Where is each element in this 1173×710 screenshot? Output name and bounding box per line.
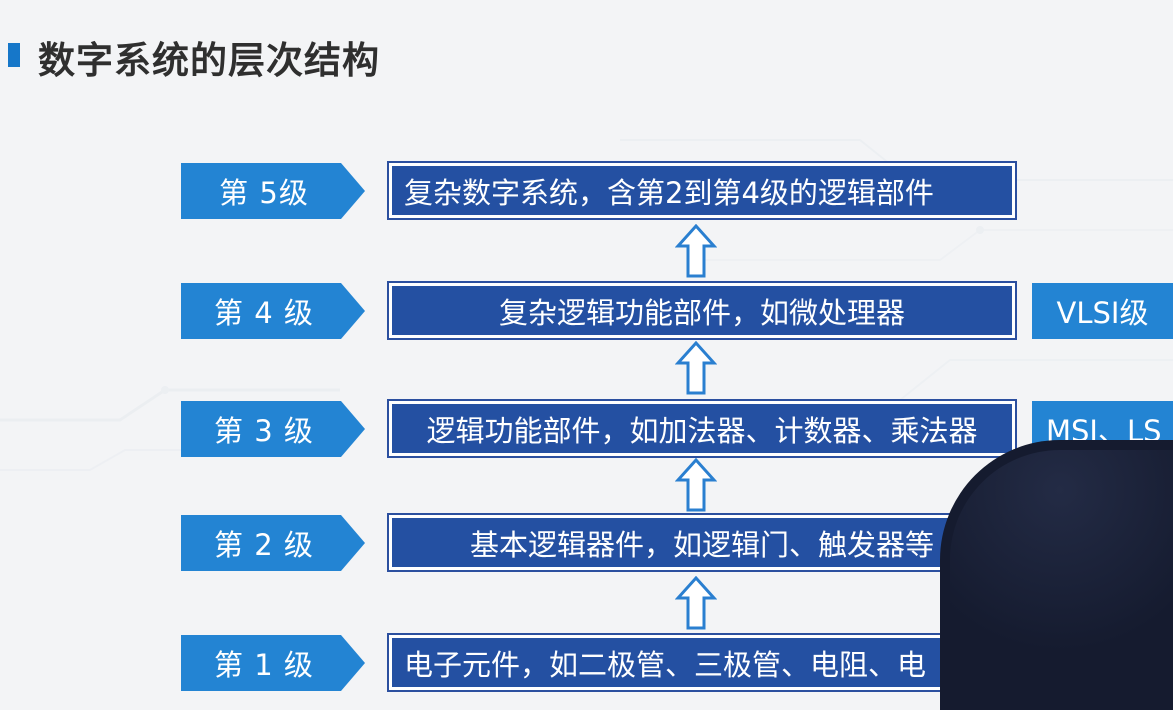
level-1-label: 第 1 级 xyxy=(181,635,365,691)
level-2-label: 第 2 级 xyxy=(181,515,365,571)
level-4-label: 第 4 级 xyxy=(181,283,365,339)
level-4-description: 复杂逻辑功能部件，如微处理器 xyxy=(389,283,1015,338)
level-5-description: 复杂数字系统，含第2到第4级的逻辑部件 xyxy=(389,163,1015,218)
up-arrow-icon xyxy=(675,576,717,630)
level-3-description: 逻辑功能部件，如加法器、计数器、乘法器 xyxy=(389,401,1015,456)
level-4-tag: VLSI级 xyxy=(1032,283,1173,339)
page-title: 数字系统的层次结构 xyxy=(38,30,380,84)
level-3-label: 第 3 级 xyxy=(181,401,365,457)
level-5-label: 第 5级 xyxy=(181,163,365,219)
square-bullet-icon xyxy=(8,43,20,67)
level-2-description: 基本逻辑器件，如逻辑门、触发器等 xyxy=(389,515,1015,570)
up-arrow-icon xyxy=(675,224,717,278)
up-arrow-icon xyxy=(675,341,717,395)
presenter-shading xyxy=(950,450,1173,710)
up-arrow-icon xyxy=(675,458,717,512)
level-1-description: 电子元件，如二极管、三极管、电阻、电 xyxy=(389,635,1015,690)
